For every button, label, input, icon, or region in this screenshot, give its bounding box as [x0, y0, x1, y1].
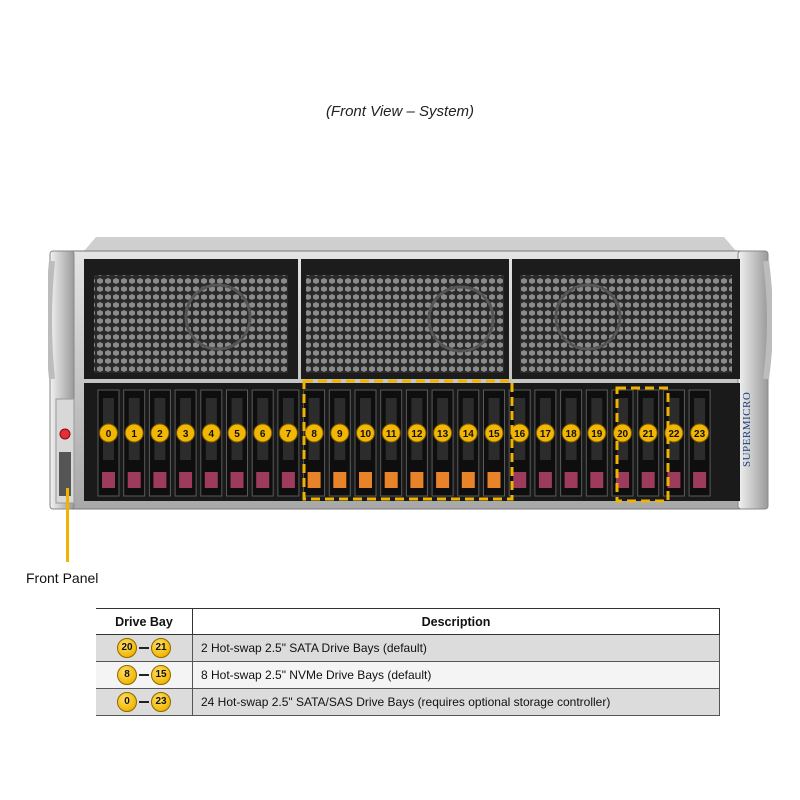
- drive-latch: [436, 472, 450, 488]
- bay-badge: 15: [151, 665, 171, 685]
- drive-tray-13: 13: [431, 389, 454, 497]
- drive-latch: [127, 472, 141, 488]
- drive-tray-15: 15: [483, 389, 505, 497]
- drive-bay-number: 20: [617, 429, 629, 440]
- bay-description: 8 Hot-swap 2.5" NVMe Drive Bays (default…: [192, 661, 720, 689]
- drive-latch: [513, 472, 527, 488]
- drive-latch: [590, 472, 604, 488]
- bay-badge: 8: [117, 665, 137, 685]
- drive-tray-20: 20: [611, 389, 634, 497]
- drive-tray-21: 21: [637, 389, 660, 497]
- drive-tray-0: 0: [97, 389, 120, 497]
- drive-latch: [230, 472, 244, 488]
- drive-tray-2: 2: [148, 389, 171, 497]
- drive-latch: [487, 472, 501, 488]
- drive-tray-7: 7: [277, 389, 300, 497]
- nvme-bay-highlight: [302, 379, 514, 501]
- drive-tray-5: 5: [226, 389, 248, 497]
- drive-tray-8: 8: [303, 389, 326, 497]
- table-row: 8 15 8 Hot-swap 2.5" NVMe Drive Bays (def…: [96, 661, 720, 689]
- drive-latch: [333, 472, 347, 488]
- drive-latch: [410, 472, 424, 488]
- drive-tray-18: 18: [560, 389, 583, 497]
- drive-latch: [307, 472, 321, 488]
- header-drive-bay: Drive Bay: [96, 608, 193, 635]
- drive-tray-3: 3: [174, 389, 197, 497]
- sata-default-bay-highlight: [615, 386, 670, 503]
- drive-tray-19: 19: [585, 389, 608, 497]
- bay-range: 0 23: [96, 688, 193, 716]
- bay-description: 24 Hot-swap 2.5" SATA/SAS Drive Bays (re…: [192, 688, 720, 716]
- diagram-title: (Front View – System): [325, 103, 475, 120]
- drive-latch: [256, 472, 270, 488]
- drive-latch: [667, 472, 681, 488]
- drive-bay-number: 19: [591, 429, 603, 440]
- drive-latch: [538, 472, 552, 488]
- drive-bay-number: 21: [643, 429, 655, 440]
- drive-bay-number: 7: [286, 429, 292, 440]
- drive-bay-number: 5: [234, 429, 240, 440]
- table-header-row: Drive Bay Description: [96, 608, 720, 635]
- drive-tray-23: 23: [688, 389, 711, 497]
- drive-bay-number: 3: [183, 429, 189, 440]
- drive-bay-number: 14: [463, 429, 475, 440]
- drive-tray-16: 16: [508, 389, 531, 497]
- front-panel-callout-line: [66, 488, 69, 562]
- drive-bay-number: 0: [106, 429, 112, 440]
- drive-bay-number: 6: [260, 429, 266, 440]
- drive-bay-number: 8: [311, 429, 317, 440]
- table-row: 0 23 24 Hot-swap 2.5" SATA/SAS Drive Bays…: [96, 688, 720, 716]
- drive-tray-6: 6: [251, 389, 274, 497]
- drive-bay-number: 16: [514, 429, 526, 440]
- bay-badge: 20: [117, 638, 137, 658]
- drive-bay-number: 10: [360, 429, 372, 440]
- drive-tray-1: 1: [123, 389, 146, 497]
- drive-latch: [616, 472, 629, 488]
- bay-range: 8 15: [96, 661, 193, 689]
- header-description: Description: [192, 608, 720, 635]
- drive-latch: [641, 472, 655, 488]
- drive-tray-17: 17: [534, 389, 557, 497]
- power-button-icon: [59, 428, 71, 440]
- drive-bay-number: 23: [694, 429, 706, 440]
- drive-bay-number: 17: [540, 429, 552, 440]
- drive-tray-9: 9: [328, 389, 351, 497]
- bay-description: 2 Hot-swap 2.5" SATA Drive Bays (default…: [192, 634, 720, 662]
- drive-latch: [564, 472, 578, 488]
- drive-latch: [461, 472, 475, 488]
- drive-bay-number: 4: [209, 429, 215, 440]
- bay-badge: 0: [117, 692, 137, 712]
- bay-badge: 23: [151, 692, 171, 712]
- drive-latch: [179, 472, 193, 488]
- drive-bay-number: 18: [566, 429, 578, 440]
- brand-logo: SUPERMICRO: [741, 392, 753, 467]
- drive-bay-number: 12: [411, 429, 423, 440]
- drive-tray-14: 14: [457, 389, 480, 497]
- drive-bay-number: 2: [157, 429, 163, 440]
- drive-latch: [102, 472, 115, 488]
- drive-latch: [281, 472, 295, 488]
- drive-latch: [693, 472, 707, 488]
- bay-badge: 21: [151, 638, 171, 658]
- drive-bay-number: 13: [437, 429, 449, 440]
- drive-tray-11: 11: [380, 389, 403, 497]
- drive-tray-4: 4: [200, 389, 223, 497]
- drive-bay-number: 9: [337, 429, 343, 440]
- drive-bay-number: 1: [131, 429, 137, 440]
- front-panel-label: Front Panel: [26, 570, 99, 586]
- drive-latch: [153, 472, 167, 488]
- drive-latch: [204, 472, 218, 488]
- drive-bay-number: 15: [488, 429, 500, 440]
- drive-bay-number: 22: [668, 429, 680, 440]
- drive-latch: [384, 472, 398, 488]
- drive-latch: [359, 472, 372, 488]
- drive-tray-10: 10: [354, 389, 377, 497]
- drive-tray-12: 12: [405, 389, 428, 497]
- drive-bay-number: 11: [386, 429, 397, 440]
